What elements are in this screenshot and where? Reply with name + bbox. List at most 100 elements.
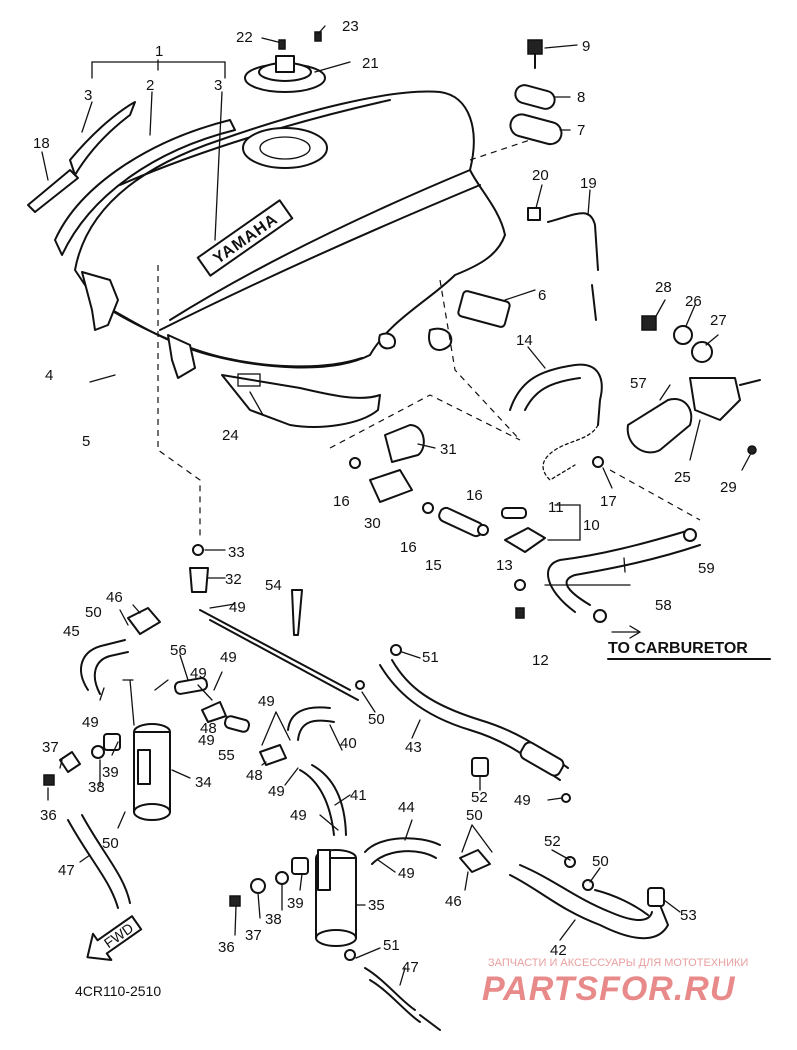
part-label: 39	[102, 764, 119, 781]
part-label: 7	[577, 122, 585, 139]
tank-decal-stripes	[27, 101, 236, 256]
part-label: 16	[333, 493, 350, 510]
part-label: 49	[290, 807, 307, 824]
part-label: 37	[42, 739, 59, 756]
part-label: 26	[685, 293, 702, 310]
part-label: 32	[225, 571, 242, 588]
part-label: 52	[544, 833, 561, 850]
part-label: 15	[425, 557, 442, 574]
part-label: 49	[268, 783, 285, 800]
part-label: 53	[680, 907, 697, 924]
part-label: 13	[496, 557, 513, 574]
part-label: 48	[200, 720, 217, 737]
part-label: 56	[170, 642, 187, 659]
leader-lines-lower	[47, 549, 681, 986]
part-label: 59	[698, 560, 715, 577]
part-label: 28	[655, 279, 672, 296]
part-label: 43	[405, 739, 422, 756]
leader-lines-upper	[41, 25, 751, 639]
watermark-tagline: ЗАПЧАСТИ И АКСЕССУАРЫ ДЛЯ МОТОТЕХНИКИ	[488, 957, 748, 969]
part-label: 47	[402, 959, 419, 976]
part-label: 34	[195, 774, 212, 791]
part-label: 12	[532, 652, 549, 669]
part-label: 25	[674, 469, 691, 486]
part-label: 16	[400, 539, 417, 556]
part-label: 17	[600, 493, 617, 510]
part-label: 50	[592, 853, 609, 870]
part-label: 1	[155, 43, 163, 60]
part-label: 29	[720, 479, 737, 496]
part-label: 50	[368, 711, 385, 728]
part-label: 45	[63, 623, 80, 640]
part-label: 2	[146, 77, 154, 94]
part-number-labels: 1 2 3 3 4 5 6 7 8 9 10 11 12 13 14 15 16…	[33, 18, 771, 999]
part-label: 36	[218, 939, 235, 956]
part-label: 49	[229, 599, 246, 616]
part-label: 3	[84, 87, 92, 104]
part-label: 23	[342, 18, 359, 35]
part-label: 41	[350, 787, 367, 804]
part-label: 38	[88, 779, 105, 796]
tank-mount-hardware	[457, 39, 757, 455]
part-label: 4	[45, 367, 53, 384]
part-label: 49	[190, 665, 207, 682]
part-label: 55	[218, 747, 235, 764]
part-label: 52	[471, 789, 488, 806]
part-label: 49	[82, 714, 99, 731]
lower-fuel-system: FWD	[43, 544, 669, 1031]
part-label: 46	[445, 893, 462, 910]
part-label: 37	[245, 927, 262, 944]
part-label: 51	[422, 649, 439, 666]
fwd-arrow: FWD	[86, 915, 143, 961]
part-label: 9	[582, 38, 590, 55]
part-label: 5	[82, 433, 90, 450]
watermark: ЗАПЧАСТИ И АКСЕССУАРЫ ДЛЯ МОТОТЕХНИКИ PA…	[482, 957, 748, 1008]
part-label: 47	[58, 862, 75, 879]
part-label: 40	[340, 735, 357, 752]
fuel-pump	[626, 377, 761, 454]
part-label: 30	[364, 515, 381, 532]
part-label: 21	[362, 55, 379, 72]
fuel-cock-assembly	[349, 424, 604, 619]
fuel-tank: YAMAHA	[74, 90, 506, 428]
hose-57	[547, 528, 701, 623]
part-label: 31	[440, 441, 457, 458]
part-label: 19	[580, 175, 597, 192]
part-label: 49	[220, 649, 237, 666]
part-label: 10	[583, 517, 600, 534]
fuel-filter-34	[43, 723, 171, 821]
watermark-site: PARTSFOR.RU	[482, 970, 736, 1008]
part-label: 11	[548, 499, 564, 516]
part-label: 33	[228, 544, 245, 561]
part-label: 38	[265, 911, 282, 928]
part-label: 58	[655, 597, 672, 614]
part-label: 44	[398, 799, 415, 816]
part-label: 49	[514, 792, 531, 809]
part-label: 42	[550, 942, 567, 959]
filler-cap	[244, 31, 326, 93]
part-label: 3	[214, 77, 222, 94]
part-label: 14	[516, 332, 533, 349]
part-label: 39	[287, 895, 304, 912]
drawing-code: 4CR110-2510	[75, 983, 161, 999]
fuel-hose-14	[509, 363, 603, 481]
part-label: 54	[265, 577, 282, 594]
part-label: 22	[236, 29, 253, 46]
part-label: 36	[40, 807, 57, 824]
part-label: 8	[577, 89, 585, 106]
part-label: 18	[33, 135, 50, 152]
fuel-filter-35	[229, 849, 357, 947]
part-label: 51	[383, 937, 400, 954]
part-label: 35	[368, 897, 385, 914]
part-label: 16	[466, 487, 483, 504]
part-label: 49	[398, 865, 415, 882]
part-label: 48	[246, 767, 263, 784]
part-label: 50	[466, 807, 483, 824]
part-label: 20	[532, 167, 549, 184]
part-label: 6	[538, 287, 546, 304]
part-label: 50	[85, 604, 102, 621]
part-label: 27	[710, 312, 727, 329]
part-label: 49	[198, 732, 215, 749]
part-label: 24	[222, 427, 239, 444]
